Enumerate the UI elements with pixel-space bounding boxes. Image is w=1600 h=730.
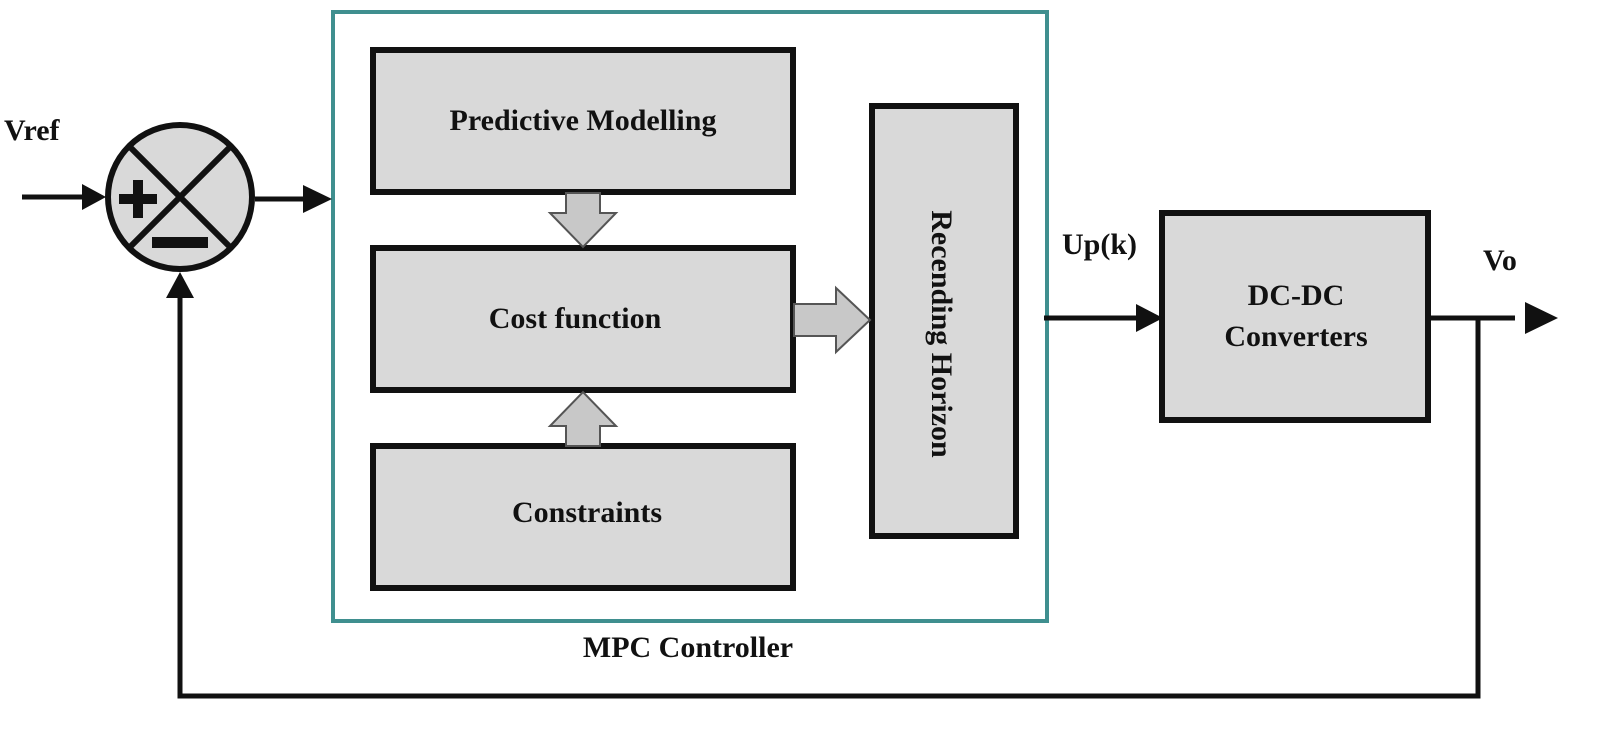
converter-label-line1: DC-DC xyxy=(1248,279,1345,312)
right-arrow-cost-to-horizon xyxy=(793,285,872,355)
cost-function-label: Cost function xyxy=(489,302,662,335)
arrowhead-to-controller xyxy=(303,185,332,213)
input-label: Vref xyxy=(4,114,61,147)
minus-sign-icon xyxy=(152,237,208,248)
receding-horizon-label: Recending Horizon xyxy=(925,210,958,458)
cost-function-block xyxy=(370,245,796,393)
receding-horizon-block xyxy=(869,103,1019,539)
up-arrow-constraints-to-cost xyxy=(547,390,619,447)
constraints-label: Constraints xyxy=(512,496,662,529)
arrowhead-input xyxy=(82,184,106,210)
output-label: Vo xyxy=(1483,244,1517,277)
arrowhead-output xyxy=(1525,302,1558,334)
summing-junction xyxy=(105,122,255,272)
arrowhead-feedback xyxy=(166,272,194,298)
arrow-heads xyxy=(82,184,1558,334)
predictive-modelling-label: Predictive Modelling xyxy=(450,104,717,137)
arrowhead-to-converter xyxy=(1136,304,1163,332)
down-arrow-model-to-cost xyxy=(547,192,619,249)
converter-label-line2: Converters xyxy=(1224,320,1367,353)
control-signal-label: Up(k) xyxy=(1062,228,1137,261)
controller-label: MPC Controller xyxy=(583,631,793,664)
dc-dc-converter-block xyxy=(1159,210,1431,423)
